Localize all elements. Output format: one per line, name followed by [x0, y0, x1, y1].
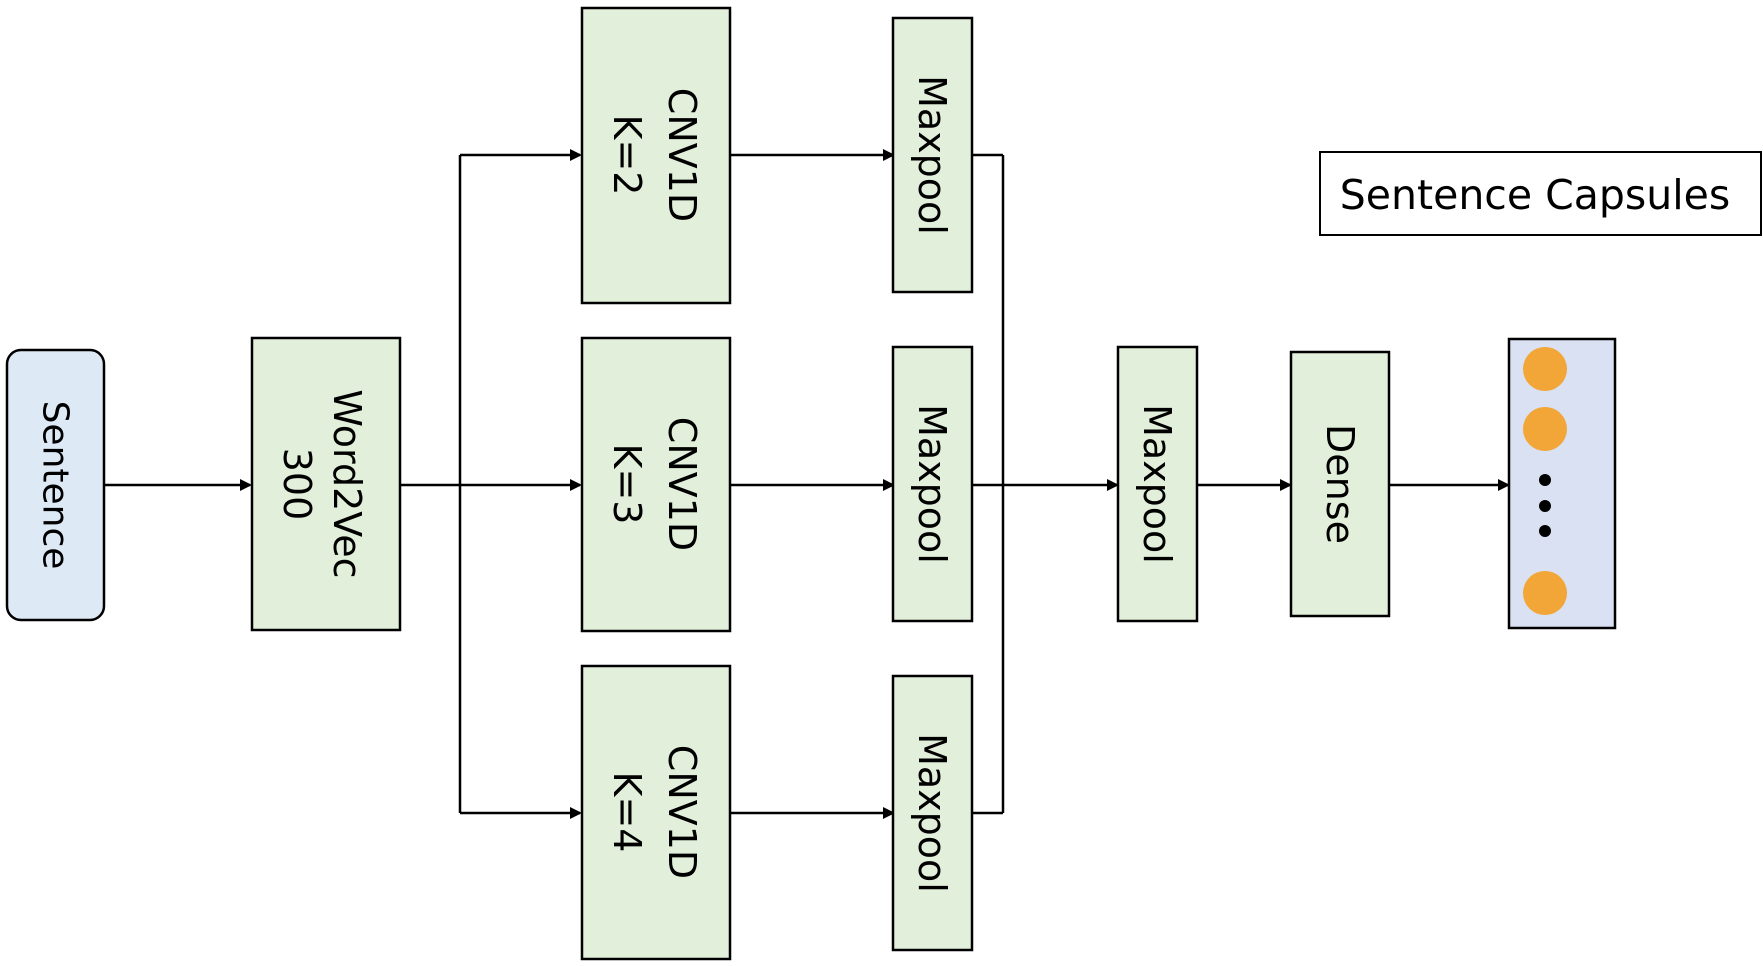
dense-node: Dense: [1289, 350, 1391, 618]
conv-k3-node: CNV1D K=3: [580, 336, 732, 633]
maxpool-mid-label: Maxpool: [910, 404, 954, 564]
conv-k4-label: CNV1D: [660, 745, 704, 879]
conv-k2-kernel-label: K=2: [605, 115, 649, 196]
capsules-title-box: [1319, 151, 1762, 236]
word2vec-label: Word2Vec: [325, 389, 369, 578]
maxpool-mid-box: [891, 345, 974, 623]
word2vec-node: Word2Vec 300: [250, 336, 402, 632]
ellipsis-dot-3: [1539, 525, 1551, 537]
sentence-capsules: Sentence Capsules: [1319, 151, 1762, 630]
conv-k3-box: [580, 336, 732, 633]
maxpool-merge-label: Maxpool: [1135, 404, 1179, 564]
ellipsis-dot-1: [1539, 474, 1551, 486]
capsules-title: Sentence Capsules: [1340, 171, 1730, 219]
maxpool-top-label: Maxpool: [910, 75, 954, 235]
conv-k3-kernel-label: K=3: [605, 444, 649, 525]
conv-k2-box: [580, 6, 732, 305]
maxpool-bottom-label: Maxpool: [910, 733, 954, 893]
dense-label: Dense: [1318, 424, 1362, 544]
conv-k3-label: CNV1D: [660, 417, 704, 551]
conv-k2-node: CNV1D K=2: [580, 6, 732, 305]
word2vec-box: [250, 336, 402, 632]
sentence-label: Sentence: [35, 401, 76, 570]
capsule-dot-1: [1523, 347, 1567, 391]
sentence-node: Sentence: [5, 348, 106, 622]
connectors: [104, 149, 1510, 819]
sentence-box: [5, 348, 106, 622]
word2vec-dim-label: 300: [275, 448, 319, 521]
conv-k2-label: CNV1D: [660, 88, 704, 222]
conv-k4-node: CNV1D K=4: [580, 664, 732, 961]
maxpool-merge-box: [1116, 345, 1199, 623]
maxpool-bottom-node: Maxpool: [891, 674, 974, 952]
capsule-dot-3: [1523, 571, 1567, 615]
maxpool-top-node: Maxpool: [891, 16, 974, 294]
maxpool-merge-node: Maxpool: [1116, 345, 1199, 623]
conv-k4-kernel-label: K=4: [605, 772, 649, 853]
dense-box: [1289, 350, 1391, 618]
capsule-dot-2: [1523, 407, 1567, 451]
maxpool-top-box: [891, 16, 974, 294]
maxpool-bottom-box: [891, 674, 974, 952]
maxpool-mid-node: Maxpool: [891, 345, 974, 623]
ellipsis-dot-2: [1539, 500, 1551, 512]
conv-k4-box: [580, 664, 732, 961]
